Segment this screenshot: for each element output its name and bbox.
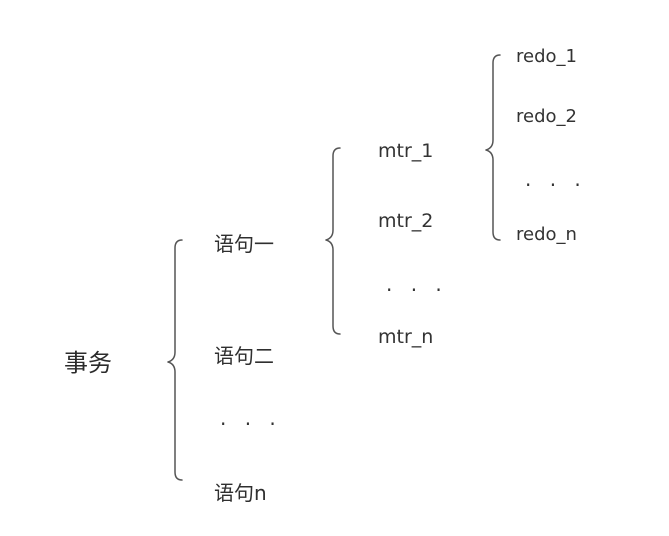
mtr-2-node: mtr_2 (378, 210, 434, 232)
statement-ellipsis: · · · (220, 412, 282, 436)
redo-ellipsis: · · · (525, 173, 587, 197)
statement-n-node: 语句n (214, 481, 267, 505)
mtr-ellipsis: · · · (386, 278, 448, 302)
transaction-brace (167, 239, 183, 481)
transaction-node: 事务 (64, 349, 112, 377)
mtr-1-node: mtr_1 (378, 140, 434, 162)
statement-2-node: 语句二 (214, 344, 274, 368)
statement-1-node: 语句一 (214, 232, 274, 256)
mtr-n-node: mtr_n (378, 326, 434, 348)
mtr-brace (485, 54, 501, 241)
redo-n-node: redo_n (516, 224, 577, 245)
statement-brace (325, 147, 341, 335)
redo-2-node: redo_2 (516, 106, 577, 127)
redo-1-node: redo_1 (516, 46, 577, 67)
